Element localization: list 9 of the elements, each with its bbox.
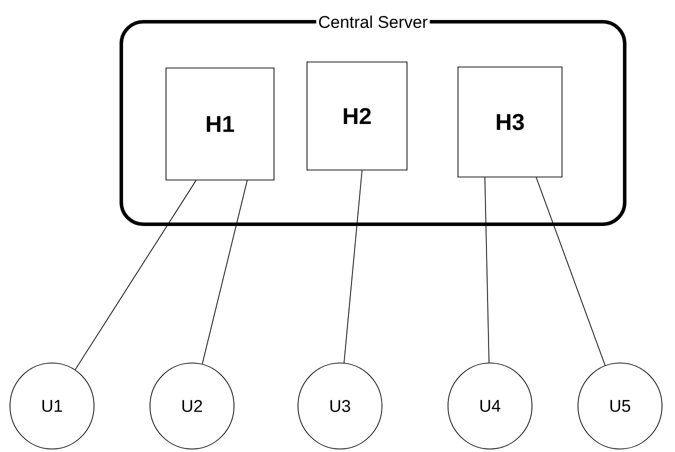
connector-line <box>344 170 362 364</box>
connector-line <box>202 180 248 364</box>
host-box: H2 <box>306 62 408 170</box>
connector-line <box>74 180 196 370</box>
connector-line <box>484 176 490 363</box>
server-title: Central Server <box>316 14 430 30</box>
host-box: H3 <box>458 66 562 178</box>
host-box: H1 <box>166 68 274 180</box>
connector-line <box>536 176 606 366</box>
